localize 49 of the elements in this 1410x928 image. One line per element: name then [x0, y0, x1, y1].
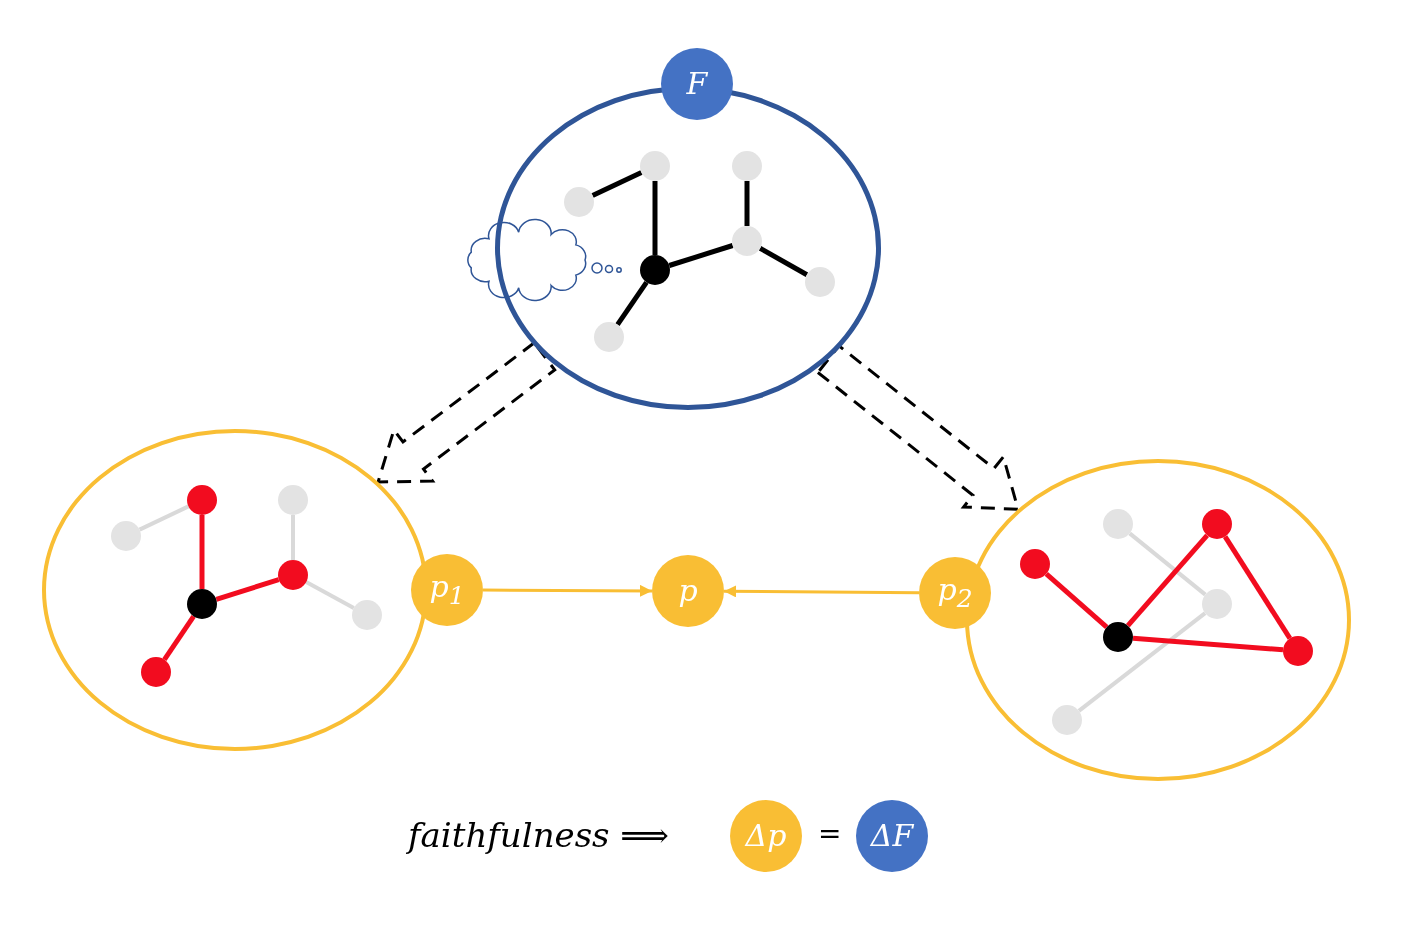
graph-node-dot — [1020, 549, 1050, 579]
graph-node-dot — [278, 560, 308, 590]
graph-edge-line — [615, 281, 649, 326]
math-symbol: p$_{2}$ — [937, 575, 973, 611]
graph-node-dot — [1103, 622, 1133, 652]
graph-node-dot — [187, 589, 217, 619]
graph-edge-line — [291, 515, 295, 560]
graph-node-dot — [1202, 589, 1232, 619]
graph-node-dot — [1103, 509, 1133, 539]
math-symbol: ΔF — [870, 821, 914, 851]
graph-node-dot — [640, 151, 670, 181]
math-symbol: F — [686, 69, 708, 99]
graph-node-dot — [805, 267, 835, 297]
graph-node-dot — [278, 485, 308, 515]
arrow — [724, 585, 919, 598]
graph-node-dot — [1202, 509, 1232, 539]
graph-edge-line — [652, 181, 658, 255]
math-symbol: Δp — [745, 821, 787, 851]
graph-edge-line — [1132, 635, 1284, 653]
graph-node-dot — [732, 151, 762, 181]
graph-edge-line — [305, 580, 355, 610]
graph-node-dot — [187, 485, 217, 515]
graph-node-dot — [1283, 636, 1313, 666]
graph-node-dot — [1052, 705, 1082, 735]
graph-node-dot — [564, 187, 594, 217]
graph-node-dot — [111, 521, 141, 551]
graph-edge-line — [1044, 572, 1109, 629]
arrow — [483, 584, 652, 597]
math-symbol: p$_{1}$ — [429, 572, 465, 608]
graph-edge-line — [758, 246, 809, 277]
graph-edge-line — [162, 615, 196, 661]
graph-node-dot — [141, 657, 171, 687]
graph-node-dot — [732, 226, 762, 256]
graph-node-dot — [352, 600, 382, 630]
graph-edge-line — [668, 243, 734, 268]
graph-edge-line — [199, 515, 205, 589]
graph-edge-line — [1126, 533, 1209, 628]
graph-edge-line — [1128, 531, 1207, 597]
equals-sign: = — [818, 820, 842, 848]
graph-edge-line — [591, 170, 643, 198]
graph-edge-line — [1223, 535, 1292, 640]
implication-formula: faithfulness ⟹ — [408, 818, 670, 852]
graph-edge-line — [744, 181, 750, 226]
math-symbol: p — [678, 576, 698, 606]
graph-edge-line — [138, 504, 190, 532]
graph-node-dot — [594, 322, 624, 352]
graph-node-dot — [640, 255, 670, 285]
graph-edge-line — [215, 577, 280, 602]
graph-edge-line — [1077, 611, 1207, 713]
